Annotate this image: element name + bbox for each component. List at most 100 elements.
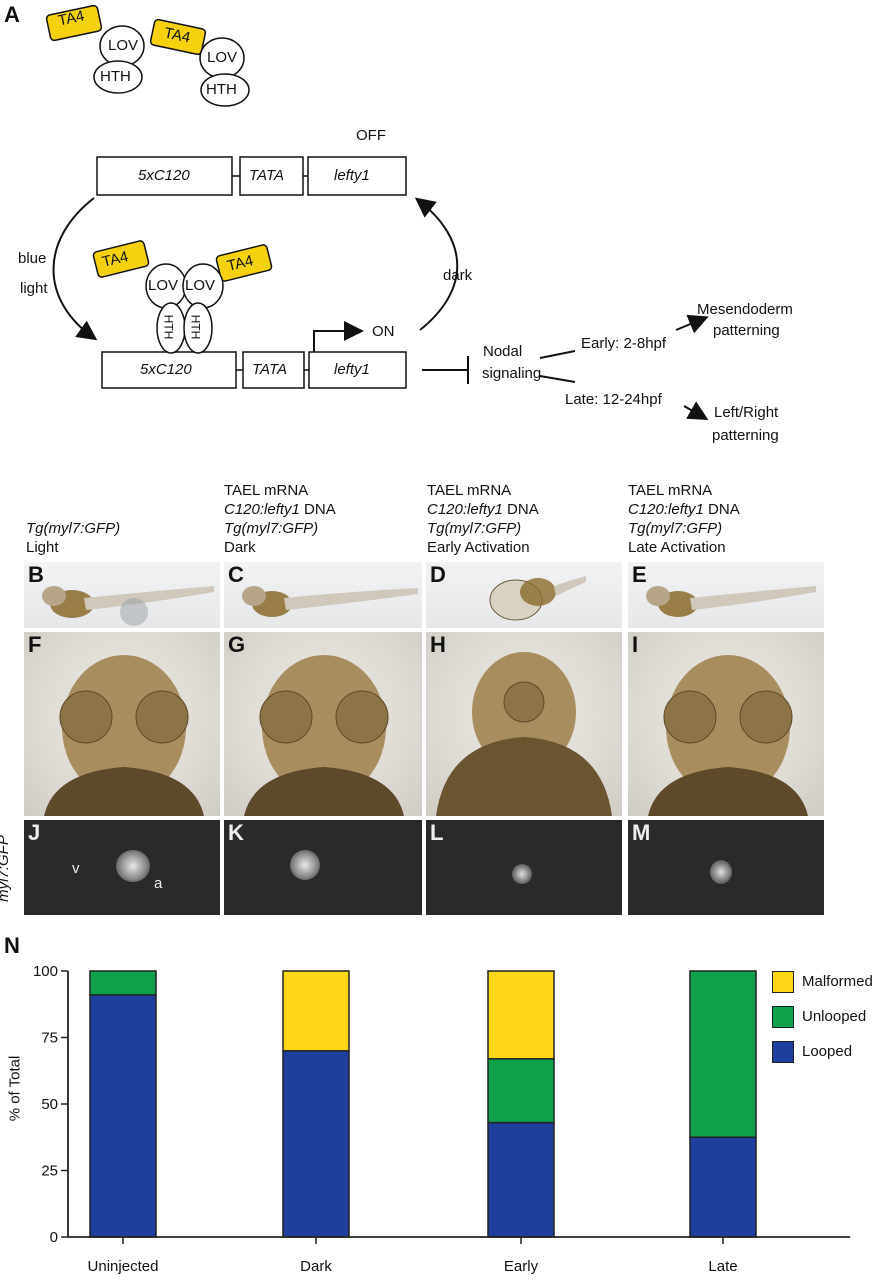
on-construct: [101, 321, 407, 389]
row-label-myl7-gfp: myl7:GFP: [0, 835, 12, 902]
bar-uninjected-looped: [89, 994, 157, 1238]
y-tick-label: 75: [41, 1030, 58, 1047]
x-tick-label-uninjected: Uninjected: [88, 1258, 159, 1275]
photo-lateral-d: D: [426, 562, 622, 628]
panel-l-label: L: [430, 820, 444, 845]
left-right-label: Left/Right: [714, 404, 779, 421]
panel-a-diagram: [45, 4, 709, 420]
tael-dimer: [92, 240, 273, 354]
lov-dimer-right: LOV: [185, 277, 216, 294]
late-label: Late: 12-24hpf: [565, 391, 662, 408]
hth-label-2: HTH: [206, 81, 237, 98]
photo-lateral-b: B: [24, 562, 220, 628]
header-line-condition: Dark: [224, 539, 256, 556]
header-line-tg: Tg(myl7:GFP): [224, 520, 319, 537]
x-tick-label-dark: Dark: [300, 1258, 332, 1275]
bar-dark-looped: [282, 1050, 350, 1238]
header-line-condition: Early Activation: [427, 539, 530, 556]
photo-dorsal-g: G: [224, 632, 422, 816]
panel-d-label: D: [430, 562, 446, 587]
dark-label: dark: [443, 267, 473, 284]
light-label: light: [20, 280, 48, 297]
photo-dorsal-i: I: [628, 632, 824, 816]
bar-early-looped: [487, 1121, 555, 1238]
header-line-condition: Light: [26, 539, 59, 556]
on-lefty1: lefty1: [334, 361, 370, 378]
mesendoderm-patterning-label: patterning: [713, 322, 780, 339]
legend-label-unlooped: Unlooped: [802, 1008, 867, 1025]
bar-early-unlooped: [487, 1058, 555, 1124]
bar-uninjected-unlooped: [89, 970, 157, 996]
column-header-4: TAEL mRNA C120:lefty1 DNA Tg(myl7:GFP) L…: [628, 481, 740, 557]
dark-arrow: [414, 197, 459, 331]
header-line-mrna: TAEL mRNA: [224, 482, 309, 499]
tael-monomer-1: [45, 4, 145, 94]
panel-e-label: E: [632, 562, 647, 587]
y-tick-label: 100: [33, 963, 58, 980]
panel-j-label: J: [28, 820, 41, 845]
blue-label: blue: [18, 250, 47, 267]
off-lefty1: lefty1: [334, 167, 370, 184]
legend-label-looped: Looped: [802, 1043, 853, 1060]
photo-dorsal-h: H: [426, 632, 622, 816]
lov-label-1: LOV: [108, 37, 139, 54]
on-label: ON: [372, 323, 395, 340]
panel-g-label: G: [228, 632, 246, 657]
bar-early-malformed: [487, 970, 555, 1060]
header-line-dna: C120:lefty1 DNA: [427, 501, 539, 518]
legend-swatch-malformed: [772, 971, 794, 993]
early-label: Early: 2-8hpf: [581, 335, 667, 352]
left-right-patterning-label: patterning: [712, 427, 779, 444]
bar-late-looped: [689, 1136, 757, 1238]
header-line-tg: Tg(myl7:GFP): [427, 520, 522, 537]
column-header-1: Tg(myl7:GFP) Light: [26, 481, 120, 557]
signaling-label: signaling: [482, 365, 542, 382]
photo-fluor-j: v a J: [24, 820, 220, 915]
header-line-tg: Tg(myl7:GFP): [628, 520, 723, 537]
legend-label-malformed: Malformed: [802, 973, 873, 990]
column-header-2: TAEL mRNA C120:lefty1 DNA Tg(myl7:GFP) D…: [224, 481, 336, 557]
chart-y-axis-label: % of Total: [6, 1055, 24, 1122]
off-construct: [96, 156, 407, 196]
panel-h-label: H: [430, 632, 446, 657]
bar-late-unlooped: [689, 970, 757, 1138]
photo-dorsal-f: F: [24, 632, 220, 816]
photo-fluor-k: K: [224, 820, 422, 915]
header-line-dna: C120:lefty1 DNA: [628, 501, 740, 518]
header-line-mrna: TAEL mRNA: [427, 482, 512, 499]
panel-k-label: K: [228, 820, 244, 845]
panel-a-label: A: [4, 2, 20, 27]
column-header-3: TAEL mRNA C120:lefty1 DNA Tg(myl7:GFP) E…: [427, 481, 539, 557]
heart-atrium-label: a: [154, 875, 163, 892]
x-tick-label-early: Early: [504, 1258, 539, 1275]
tael-monomer-2: [149, 18, 250, 107]
mesendoderm-label: Mesendoderm: [697, 301, 793, 318]
hth-label-1: HTH: [100, 68, 131, 85]
panel-f-label: F: [28, 632, 42, 657]
on-tata: TATA: [252, 361, 287, 378]
bar-dark-malformed: [282, 970, 350, 1052]
off-label: OFF: [356, 127, 386, 144]
photo-lateral-c: C: [224, 562, 422, 628]
photo-lateral-e: E: [628, 562, 824, 628]
hth-dimer-right: HTH: [188, 314, 203, 340]
photo-fluor-l: L: [426, 820, 622, 915]
on-c120: 5xC120: [140, 361, 192, 378]
hth-dimer-left: HTH: [161, 314, 176, 340]
lov-label-2: LOV: [207, 49, 238, 66]
y-tick-label: 25: [41, 1163, 58, 1180]
panel-i-label: I: [632, 632, 639, 657]
legend-swatch-unlooped: [772, 1006, 794, 1028]
off-c120: 5xC120: [138, 167, 190, 184]
x-tick-label-late: Late: [708, 1258, 737, 1275]
panel-n-label: N: [4, 933, 20, 958]
header-line-tg: Tg(myl7:GFP): [26, 520, 121, 537]
photo-fluor-m: M: [628, 820, 824, 915]
panel-m-label: M: [632, 820, 651, 845]
panel-b-label: B: [28, 562, 44, 587]
nodal-label: Nodal: [483, 343, 523, 360]
lov-dimer-left: LOV: [148, 277, 179, 294]
heart-ventricle-label: v: [72, 860, 80, 877]
header-line-mrna: TAEL mRNA: [628, 482, 713, 499]
